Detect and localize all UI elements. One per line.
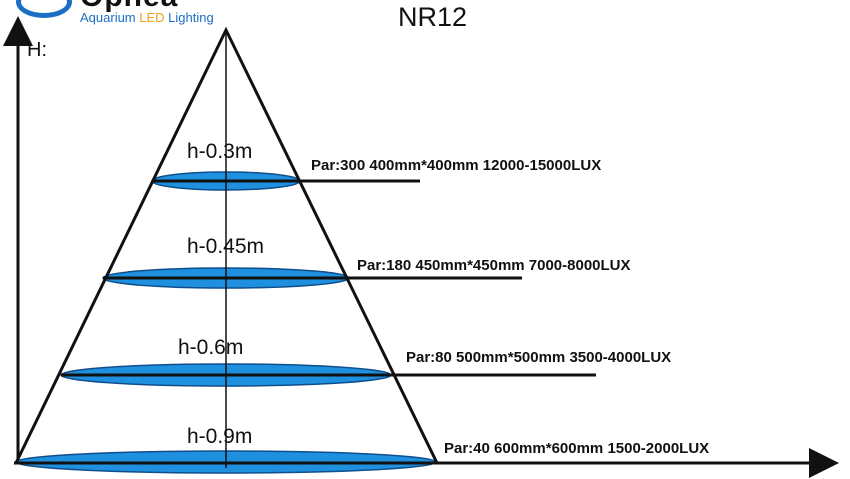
brand-logo: Ophea Aquarium LED Lighting xyxy=(14,0,254,26)
brand-tagline: Aquarium LED Lighting xyxy=(80,10,214,25)
height-label-3: h-0.9m xyxy=(187,425,253,448)
spec-label-1: Par:180 450mm*450mm 7000-8000LUX xyxy=(357,257,631,274)
brand-name: Ophea xyxy=(80,0,178,12)
spec-label-2: Par:80 500mm*500mm 3500-4000LUX xyxy=(406,349,672,366)
product-title: NR12 xyxy=(398,2,468,32)
spec-label-3: Par:40 600mm*600mm 1500-2000LUX xyxy=(444,440,710,457)
spec-label-0: Par:300 400mm*400mm 12000-15000LUX xyxy=(311,157,602,174)
axis-label-h: H: xyxy=(27,39,47,61)
brand-logo-mark xyxy=(16,0,72,18)
height-label-1: h-0.45m xyxy=(187,235,265,258)
height-label-2: h-0.6m xyxy=(178,336,244,359)
height-label-0: h-0.3m xyxy=(187,140,253,163)
